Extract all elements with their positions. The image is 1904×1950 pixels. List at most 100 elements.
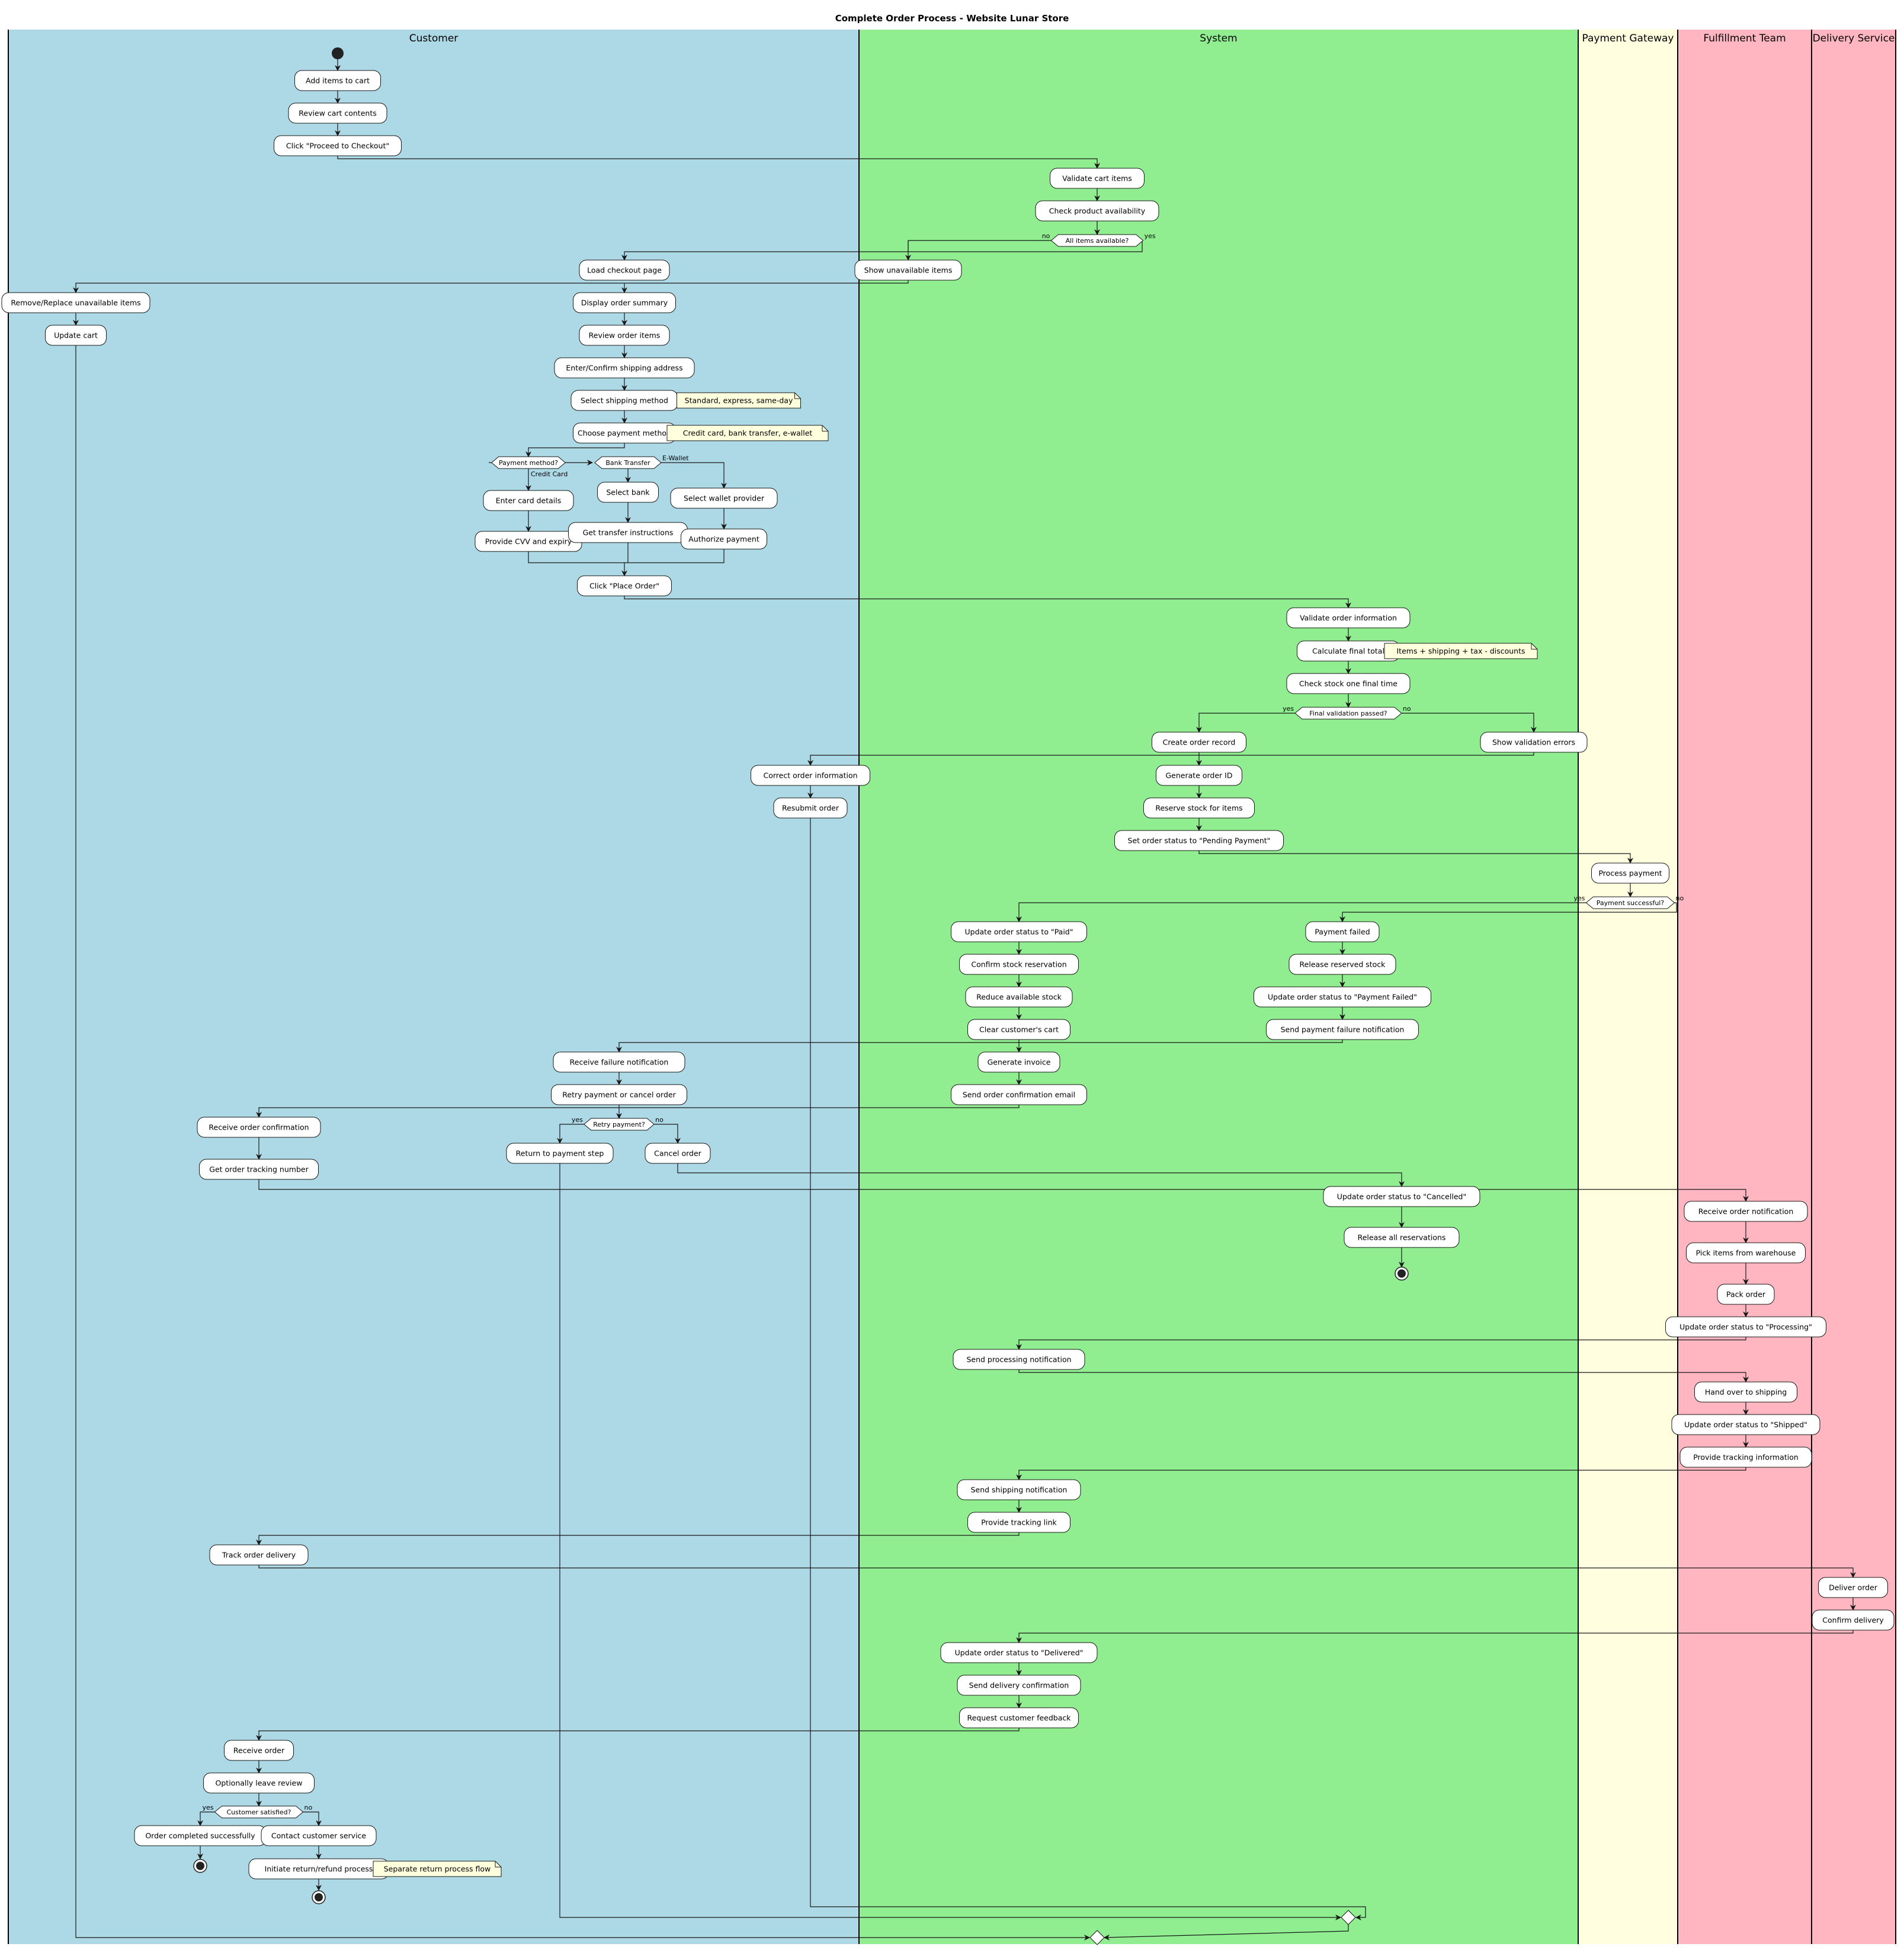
decision-final-valid: [1294, 707, 1402, 720]
note-fold: [794, 393, 801, 399]
activity-display-summary: [573, 292, 676, 313]
activity-check-avail: [1035, 200, 1159, 222]
activity-label: Select wallet provider: [684, 494, 765, 503]
merge-node: [1089, 1930, 1105, 1945]
flow-edge: [810, 818, 1366, 1920]
flow-edge: [621, 549, 725, 576]
activity-place-order: [577, 575, 672, 596]
end-node-core: [315, 1893, 323, 1901]
activity-label: Hand over to shipping: [1705, 1388, 1787, 1397]
activity-label: Send processing notification: [966, 1355, 1071, 1364]
activity-status-paid: [951, 921, 1087, 942]
activity-label: Review order items: [589, 331, 661, 340]
activity-label: Validate cart items: [1062, 174, 1132, 183]
activity-label: Update order status to "Processing": [1679, 1323, 1812, 1332]
activity-validate-cart: [1050, 168, 1145, 189]
flow-edge: [624, 596, 1351, 608]
activity-label: Add items to cart: [306, 76, 370, 85]
flow-edge: [1016, 902, 1594, 922]
lane-payment: [1578, 30, 1678, 1944]
lane-fulfillment: [1678, 30, 1812, 1944]
note-text: Standard, express, same-day: [685, 396, 793, 405]
activity-confirm-reservation: [959, 954, 1079, 975]
activity-leave-review: [203, 1772, 315, 1794]
activity-label: Update order status to "Shipped": [1684, 1420, 1807, 1429]
activity-label: Generate invoice: [988, 1058, 1051, 1067]
flow-edge: [1196, 713, 1303, 733]
flow-edge: [73, 280, 909, 293]
branch-label: Credit Card: [531, 470, 568, 478]
activity-label: Return to payment step: [516, 1149, 604, 1158]
flow-edge: [337, 156, 1100, 169]
activity-show-unavail: [854, 259, 962, 281]
decision-label: All items available?: [1066, 237, 1129, 245]
branch-label: no: [1403, 705, 1411, 713]
activity-label: Send payment failure notification: [1281, 1025, 1405, 1034]
activity-create-record: [1152, 732, 1246, 753]
activity-label: Select shipping method: [581, 396, 668, 405]
activity-label: Provide tracking link: [981, 1518, 1057, 1527]
activity-status-processing: [1665, 1316, 1826, 1338]
activity-label: Correct order information: [763, 771, 857, 780]
note-note-return: [373, 1861, 502, 1877]
activity-reserve-stock: [1143, 797, 1255, 819]
activity-provide-tracking-link: [967, 1512, 1070, 1533]
activity-label: Update cart: [54, 331, 98, 340]
activity-label: Receive failure notification: [570, 1058, 669, 1067]
note-fold: [495, 1861, 501, 1868]
activity-label: Provide tracking information: [1693, 1453, 1799, 1462]
activity-receive-order-notif: [1684, 1201, 1808, 1222]
activity-label: Track order delivery: [222, 1551, 296, 1560]
activity-get-tracking-number: [199, 1159, 319, 1180]
diagram-title: Complete Order Process - Website Lunar S…: [835, 13, 1069, 24]
activity-retry-or-cancel: [551, 1084, 687, 1105]
note-note-payment: [666, 425, 829, 441]
activity-enter-card: [483, 490, 574, 511]
activity-select-wallet: [670, 488, 778, 509]
activity-pick-items: [1686, 1242, 1806, 1263]
flow-edge: [258, 1179, 1749, 1202]
flow-edge: [525, 443, 625, 457]
flow-edge: [559, 1163, 1341, 1920]
branch-label: no: [304, 1804, 313, 1811]
branch-label: no: [655, 1116, 663, 1124]
activity-label: Reduce available stock: [976, 993, 1062, 1002]
flow-edge: [1016, 1467, 1746, 1480]
activity-label: Review cart contents: [299, 109, 377, 118]
activity-contact-cs: [261, 1825, 377, 1846]
activity-request-feedback: [959, 1707, 1079, 1728]
activity-clear-cart: [967, 1019, 1070, 1040]
activity-label: Set order status to "Pending Payment": [1128, 836, 1271, 845]
activity-label: Update order status to "Payment Failed": [1268, 993, 1417, 1002]
activity-label: Update order status to "Paid": [965, 928, 1073, 936]
flow-edge: [1016, 1630, 1854, 1643]
activity-label: Confirm delivery: [1822, 1616, 1884, 1625]
note-text: Credit card, bank transfer, e-wallet: [683, 429, 813, 438]
activity-label: Update order status to "Delivered": [955, 1648, 1084, 1657]
lane-header-system: System: [1200, 33, 1237, 44]
activity-send-processing: [953, 1349, 1085, 1370]
activity-label: Initiate return/refund process: [265, 1865, 373, 1874]
activity-label: Check stock one final time: [1299, 679, 1397, 688]
activity-label: Request customer feedback: [967, 1714, 1071, 1723]
end-node-core: [1397, 1269, 1406, 1278]
activity-load-checkout: [579, 259, 670, 281]
activity-label: Send delivery confirmation: [969, 1681, 1069, 1690]
flow-edge: [256, 1105, 1020, 1118]
activity-label: Enter/Confirm shipping address: [566, 364, 682, 373]
activity-release-reserved: [1288, 954, 1396, 975]
activity-label: Get transfer instructions: [583, 528, 674, 537]
flow-edge: [528, 551, 624, 563]
flow-edge: [652, 1124, 681, 1144]
activity-label: Calculate final total: [1312, 647, 1384, 656]
activity-label: Pack order: [1726, 1290, 1766, 1299]
decision-label: Payment method?: [499, 459, 558, 467]
note-note-shipping: [677, 392, 801, 409]
decision-label: Customer satisfied?: [226, 1808, 291, 1816]
activity-set-pending: [1114, 830, 1284, 851]
activity-label: Provide CVV and expiry: [485, 537, 572, 546]
note-fold: [822, 425, 828, 432]
activity-gen-invoice: [977, 1051, 1060, 1073]
activity-label: Payment failed: [1315, 928, 1370, 936]
flow-edge: [1016, 1337, 1746, 1350]
